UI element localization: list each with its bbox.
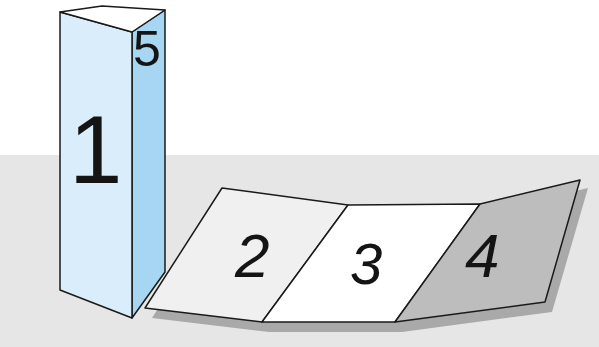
back-panel [132,10,165,318]
panel-number: 3 [350,235,382,293]
panel-number: 4 [465,225,499,287]
panel-number: 1 [69,102,122,198]
panel-number: 2 [235,225,269,287]
panel-right [395,180,580,322]
front-panel [60,12,132,318]
panel-number: 5 [133,24,161,74]
